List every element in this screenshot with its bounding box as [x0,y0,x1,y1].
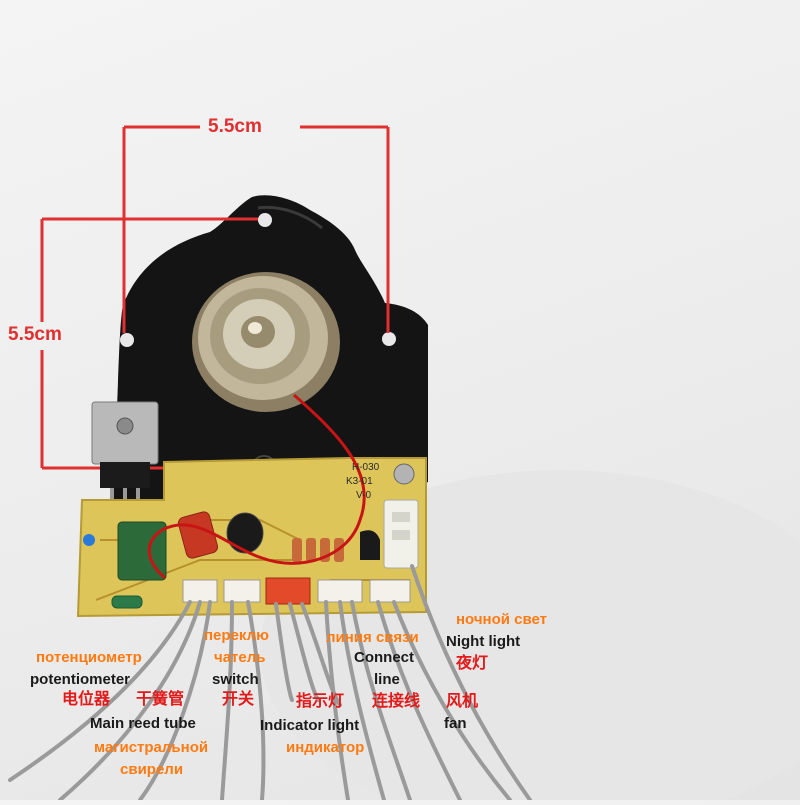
transducer-wire [147,393,366,580]
night-light-ru-label: ночной свет [456,611,548,628]
switch-en-label: switch [212,671,259,688]
width-dimension-label: 5.5cm [208,116,262,137]
reed-switch-cn-label: 干簧管 [136,691,185,708]
blue-capacitor [83,534,95,546]
reed-switch-ru-label-1: магистральной [94,739,209,756]
night-light-en-label: Night light [446,633,521,650]
transistor [360,530,380,560]
red-capacitor [177,511,219,559]
mounting-hole-top [258,213,272,227]
pcb-screw [393,463,415,485]
silkscreen-line2: K3-01 [346,476,373,487]
silkscreen-line1: H-030 [352,462,380,473]
fan-en-label: fan [444,715,467,732]
connector-switch [223,579,261,603]
switch-cn-label: 开关 [222,691,255,708]
height-dimension-label: 5.5cm [8,324,62,345]
reed-switch-en-label: Main reed tube [90,715,196,732]
mounting-hole-left [120,333,134,347]
connector-fan [369,579,411,603]
fan-cn-label: 风机 [446,693,479,710]
gray-wires [8,564,532,802]
potentiometer-en-label: potentiometer [30,671,131,688]
connect-line-en-label-2: line [374,671,400,688]
indicator-ru-label: индикатор [286,739,365,756]
connect-line-ru-label: линия связи [326,629,419,646]
plate-highlight [257,205,323,230]
mounting-hole-right [382,332,396,346]
potentiometer-ru-label: потенциометр [36,649,142,666]
switch-ru-label-2: чатель [214,649,266,666]
night-light-cn-label: 夜灯 [456,655,489,672]
resistor-array [292,538,344,562]
silkscreen-line3: V-0 [356,490,371,501]
electrolytic-capacitor [226,512,264,554]
reed-switch-ru-label-2: свирели [120,761,184,778]
switch-ru-label-1: переклю [204,627,269,644]
indicator-en-label: Indicator light [260,717,360,734]
ultrasonic-transducer [192,272,340,412]
potentiometer-cn-label: 电位器 [62,691,111,708]
connector-line [317,579,363,603]
connector-potentiometer [182,579,218,603]
indicator-cn-label: 指示灯 [296,693,345,710]
inductor [111,595,143,609]
connect-line-en-label-1: Connect [354,649,414,666]
connector-indicator [265,577,311,605]
wire-connectors [182,577,411,605]
voltage-regulator [91,401,159,508]
connect-line-cn-label: 连接线 [372,693,421,710]
